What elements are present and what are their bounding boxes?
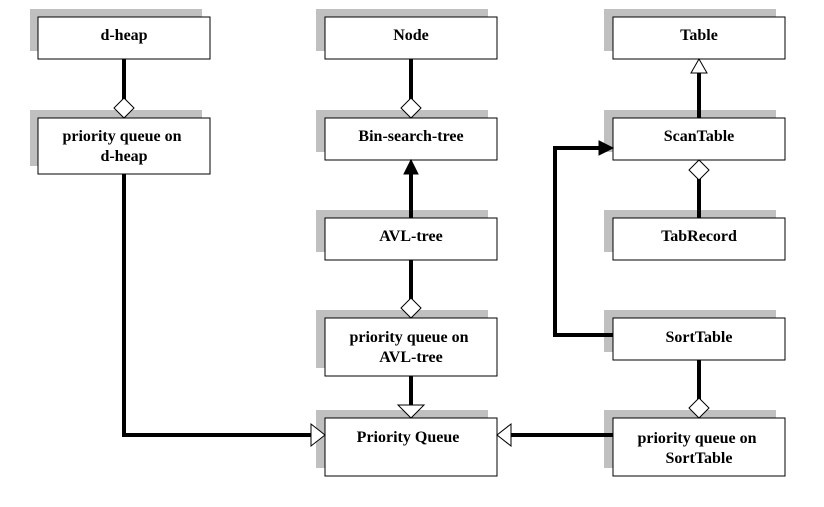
box-label: TabRecord (661, 228, 737, 245)
connector-node-bst (400, 59, 422, 119)
arrowhead-icon (403, 158, 419, 175)
box-frame (324, 217, 498, 261)
connector-avl-to-bst (403, 158, 419, 218)
box-label: priority queue on SortTable (637, 430, 760, 467)
box-label: d-heap (100, 27, 147, 44)
box-frame (324, 417, 498, 477)
box-frame (612, 217, 786, 261)
box-priority-queue-on-d-heap: priority queue on d-heap (30, 110, 211, 175)
box-frame (324, 16, 498, 60)
box-label: priority queue on AVL-tree (349, 329, 472, 366)
connector-line (553, 146, 613, 337)
connector-pq-dheap-to-priority-queue (122, 174, 326, 448)
box-label: SortTable (666, 329, 733, 346)
box-scantable: ScanTable (604, 110, 786, 161)
box-d-heap: d-heap (30, 9, 211, 60)
box-label: Node (393, 27, 429, 44)
diamond-icon (400, 97, 422, 119)
arrowhead-icon (598, 140, 615, 156)
connector-dheap-pq-dheap (113, 59, 135, 119)
connector-sorttable-pq-sort (688, 360, 710, 419)
box-label: ScanTable (664, 128, 735, 145)
box-table: Table (604, 9, 786, 60)
connector-pq-avl-to-priority-queue (396, 376, 426, 419)
box-bin-search-tree: Bin-search-tree (316, 110, 498, 161)
hollow-triangle-icon (496, 422, 512, 448)
box-priority-queue-on-sorttable: priority queue on SortTable (604, 410, 786, 477)
box-priority-queue-on-avl-tree: priority queue on AVL-tree (316, 310, 498, 377)
hollow-triangle-icon (396, 404, 426, 419)
box-label: Table (680, 27, 718, 44)
box-frame (612, 417, 786, 477)
box-node: Node (316, 9, 498, 60)
box-frame (324, 317, 498, 377)
diamond-icon (688, 159, 710, 181)
box-avl-tree: AVL-tree (316, 210, 498, 261)
connector-sorttable-to-scantable (553, 140, 615, 337)
box-frame (612, 317, 786, 361)
connector-scantable-to-table (690, 57, 708, 118)
connector-line (122, 174, 311, 437)
hollow-triangle-icon (310, 422, 326, 448)
connector-pq-sort-to-priority-queue (496, 422, 613, 448)
box-label: Bin-search-tree (358, 128, 463, 145)
box-label: priority queue on d-heap (62, 128, 185, 165)
box-sorttable: SortTable (604, 310, 786, 361)
box-frame (37, 16, 211, 60)
box-frame (324, 117, 498, 161)
connector-tabrecord-scantable (688, 159, 710, 218)
diamond-icon (113, 97, 135, 119)
hollow-triangle-icon (690, 57, 708, 74)
box-label: Priority Queue (357, 429, 460, 446)
box-frame (612, 16, 786, 60)
box-tabrecord: TabRecord (604, 210, 786, 261)
diamond-icon (400, 297, 422, 319)
connector-avl-pq-avl (400, 260, 422, 319)
diamond-icon (688, 397, 710, 419)
box-priority-queue: Priority Queue (316, 410, 498, 477)
box-frame (612, 117, 786, 161)
box-label: AVL-tree (379, 228, 442, 245)
box-frame (37, 117, 211, 175)
